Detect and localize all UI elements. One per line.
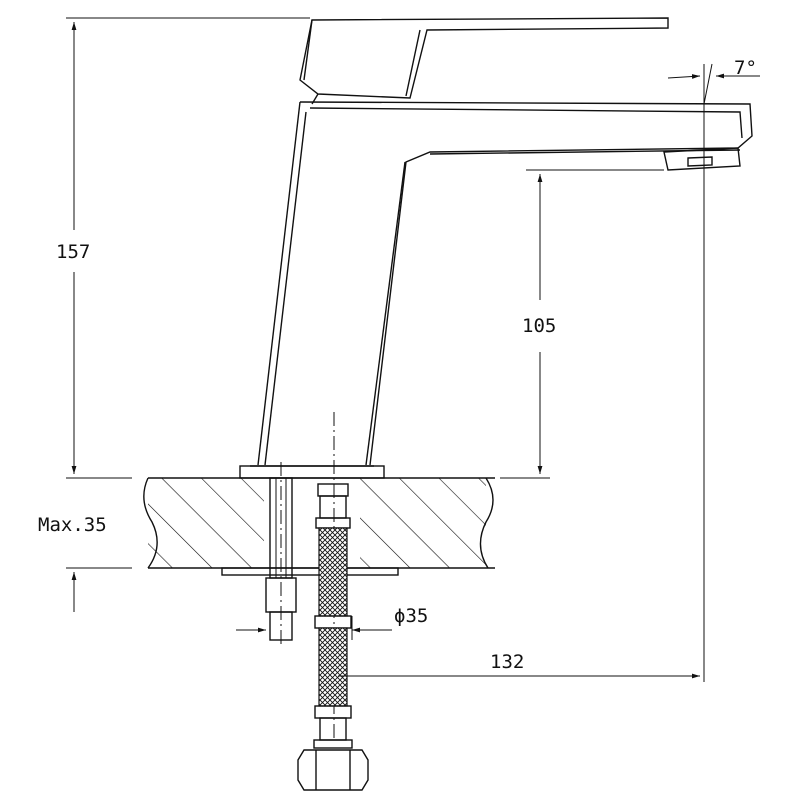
dimension-spout-angle: 7° <box>667 57 760 105</box>
faucet-body <box>257 101 753 466</box>
dimension-label-diameter-35: ϕ35 <box>394 605 428 627</box>
dimension-label-7-degrees: 7° <box>734 57 757 79</box>
dimension-label-157: 157 <box>56 241 90 263</box>
dimension-label-105: 105 <box>522 315 556 337</box>
base-flange <box>239 465 385 479</box>
dimension-label-max-35: Max.35 <box>38 514 107 536</box>
dimension-spout-height: 105 <box>500 169 664 479</box>
aerator <box>663 147 741 171</box>
dimension-spout-reach: 132 <box>338 104 705 682</box>
dimension-total-height: 157 <box>56 17 310 479</box>
dimension-hole-diameter: ϕ35 <box>236 605 428 640</box>
countertop-section <box>143 477 495 576</box>
handle-lever <box>299 17 669 105</box>
dimension-label-132: 132 <box>490 651 524 673</box>
mounting-stud <box>265 462 297 648</box>
dimension-max-thickness: Max.35 <box>38 514 132 612</box>
supply-hose <box>297 412 369 791</box>
